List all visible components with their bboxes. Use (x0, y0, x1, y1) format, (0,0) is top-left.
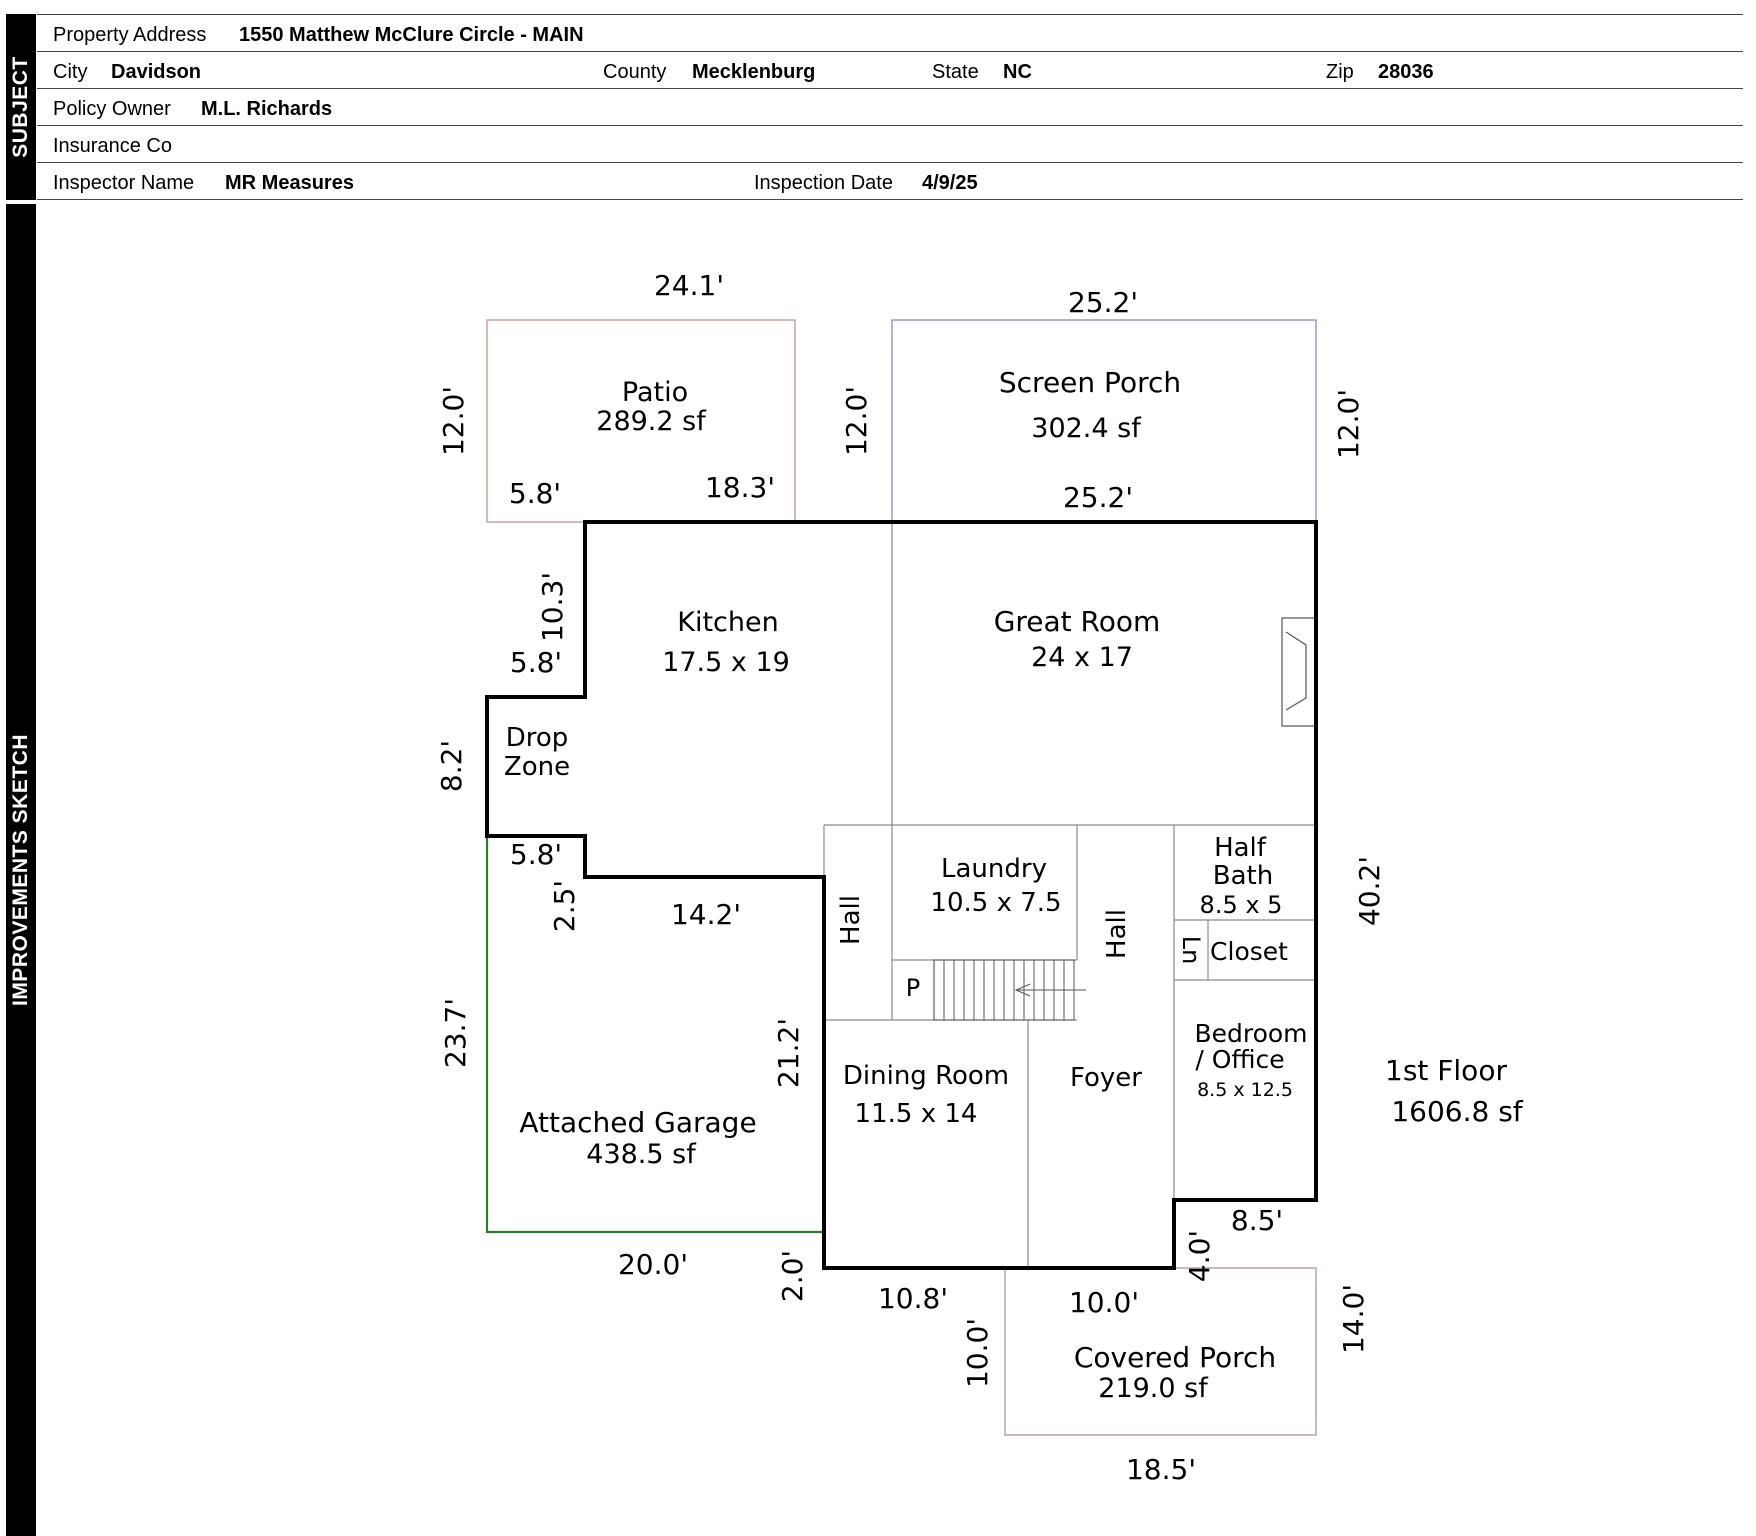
row-insurance-co: Insurance Co (37, 126, 1743, 163)
hall-left-label: Hall (836, 895, 866, 945)
sketch-section-label: IMPROVEMENTS SKETCH (9, 733, 32, 1007)
dim-garage-right: 21.2' (772, 1018, 805, 1088)
zip-value: 28036 (1378, 61, 1434, 83)
county-value: Mecklenburg (692, 61, 816, 83)
bedroom-size: 8.5 x 12.5 (1197, 1079, 1293, 1101)
patio-label: Patio (622, 377, 688, 408)
dim-screen-porch-top: 25.2' (1068, 286, 1138, 319)
dim-patio-bottom-left: 5.8' (509, 477, 561, 510)
dim-garage-left: 23.7' (439, 998, 472, 1068)
policy-owner-label: Policy Owner (53, 98, 171, 120)
city-value: Davidson (111, 61, 202, 83)
dim-patio-bottom-right: 18.3' (705, 471, 775, 504)
bedroom-label-2: / Office (1195, 1045, 1284, 1074)
screen-porch-label: Screen Porch (999, 366, 1181, 399)
dim-patio-right: 12.0' (840, 386, 873, 456)
dim-porch-right: 14.0' (1337, 1284, 1370, 1354)
patio-area: 289.2 sf (596, 406, 707, 437)
dining-room-label: Dining Room (843, 1061, 1009, 1091)
closet-label: Closet (1210, 937, 1288, 966)
dim-screen-porch-bottom: 25.2' (1063, 481, 1133, 514)
dim-patio-top: 24.1' (654, 269, 724, 302)
row-property-address: Property Address 1550 Matthew McClure Ci… (37, 15, 1743, 52)
dim-screen-porch-right: 12.0' (1332, 389, 1365, 459)
subject-header: Property Address 1550 Matthew McClure Ci… (37, 14, 1743, 201)
floor-area: 1606.8 sf (1391, 1095, 1523, 1128)
row-policy-owner: Policy Owner M.L. Richards (37, 89, 1743, 126)
state-label: State (932, 61, 979, 83)
dim-drop-zone-left: 8.2' (435, 740, 468, 792)
great-room-size: 24 x 17 (1031, 642, 1133, 673)
dim-porch-bottom: 18.5' (1126, 1453, 1196, 1486)
inspector-name-label: Inspector Name (53, 172, 195, 194)
zip-label: Zip (1326, 61, 1354, 83)
dim-garage-top: 14.2' (671, 898, 741, 931)
dim-kitchen-left: 10.3' (536, 572, 569, 642)
pantry-label: P (906, 974, 920, 1002)
dim-bedroom-step: 4.0' (1183, 1230, 1216, 1282)
covered-porch-area: 219.0 sf (1098, 1373, 1209, 1404)
drop-zone-label-2: Zone (504, 752, 570, 782)
dim-garage-bottom: 20.0' (618, 1248, 688, 1281)
dim-porch-left: 10.0' (961, 1318, 994, 1388)
dining-room-size: 11.5 x 14 (855, 1099, 978, 1129)
dim-foyer-bottom: 10.0' (1069, 1286, 1139, 1319)
row-location: City Davidson County Mecklenburg State N… (37, 52, 1743, 89)
bedroom-label-1: Bedroom (1194, 1019, 1307, 1048)
floor-label: 1st Floor (1385, 1054, 1507, 1087)
county-label: County (603, 61, 667, 83)
property-address-value: 1550 Matthew McClure Circle - MAIN (239, 24, 584, 46)
insurance-co-label: Insurance Co (53, 135, 172, 157)
great-room-label: Great Room (994, 605, 1161, 638)
inspection-date-label: Inspection Date (754, 172, 893, 194)
dim-kitchen-offset: 5.8' (510, 646, 562, 679)
subject-section-label: SUBJECT (9, 56, 32, 158)
half-bath-label-2: Bath (1213, 861, 1273, 891)
laundry-label: Laundry (941, 854, 1047, 884)
inspector-name-value: MR Measures (225, 172, 354, 194)
dim-bottom-step: 2.0' (776, 1250, 809, 1302)
hall-right-label: Hall (1102, 909, 1132, 959)
laundry-size: 10.5 x 7.5 (930, 888, 1061, 918)
sketch-section-bar: IMPROVEMENTS SKETCH (6, 204, 36, 1536)
dim-dining-bottom: 10.8' (878, 1282, 948, 1315)
dim-drop-zone-bottom: 5.8' (510, 838, 562, 871)
kitchen-size: 17.5 x 19 (662, 647, 790, 678)
stairs (933, 959, 1086, 1021)
dim-bedroom-bottom: 8.5' (1231, 1204, 1283, 1237)
house-exterior (485, 520, 1318, 1270)
city-label: City (53, 61, 88, 83)
garage-label: Attached Garage (519, 1106, 756, 1139)
improvements-sketch: Patio 289.2 sf Screen Porch 302.4 sf Kit… (37, 204, 1756, 1536)
floor-plan: Patio 289.2 sf Screen Porch 302.4 sf Kit… (435, 269, 1524, 1486)
subject-section-bar: SUBJECT (6, 14, 36, 200)
row-inspector: Inspector Name MR Measures Inspection Da… (37, 163, 1743, 200)
linen-label: Ln (1177, 936, 1205, 965)
covered-porch-label: Covered Porch (1074, 1341, 1276, 1374)
garage-area: 438.5 sf (586, 1139, 697, 1170)
dim-house-right: 40.2' (1353, 856, 1386, 926)
dim-patio-left: 12.0' (437, 386, 470, 456)
state-value: NC (1003, 61, 1032, 83)
dim-garage-step: 2.5' (548, 880, 581, 932)
fireplace-icon (1281, 617, 1317, 727)
policy-owner-value: M.L. Richards (201, 98, 333, 120)
half-bath-label-1: Half (1214, 833, 1267, 863)
property-address-label: Property Address (53, 24, 207, 46)
drop-zone-label-1: Drop (506, 723, 569, 753)
kitchen-label: Kitchen (677, 607, 778, 638)
foyer-label: Foyer (1070, 1063, 1142, 1093)
inspection-date-value: 4/9/25 (922, 172, 978, 194)
half-bath-size: 8.5 x 5 (1200, 891, 1283, 919)
screen-porch-area: 302.4 sf (1031, 413, 1142, 444)
